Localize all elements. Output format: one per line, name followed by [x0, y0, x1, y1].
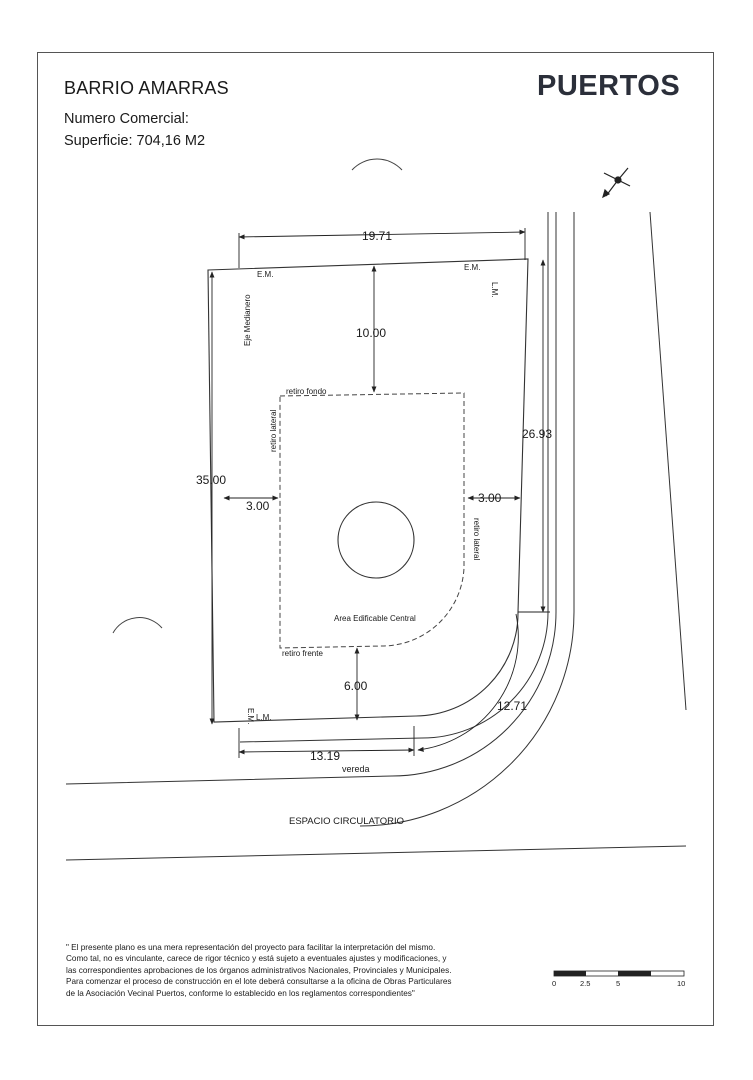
compass-icon: [602, 167, 631, 199]
label-retiro-lateral-right: retiro lateral: [472, 518, 481, 560]
scale-tick-5: 5: [616, 979, 620, 988]
dim-setback-right: 3.00: [478, 491, 502, 505]
dim-line-top: [238, 229, 526, 240]
dim-setback-left: 3.00: [246, 499, 270, 513]
dim-setback-back: 10.00: [356, 326, 386, 340]
scale-tick-10: 10: [677, 979, 685, 988]
label-retiro-lateral-left: retiro lateral: [269, 410, 278, 452]
dim-top-width: 19.71: [362, 229, 392, 243]
scale-bar: 0 2.5 5 10: [552, 970, 685, 988]
scale-tick-2-5: 2.5: [580, 979, 590, 988]
label-vereda: vereda: [342, 764, 370, 774]
disclaimer-line: Para comenzar el proceso de construcción…: [66, 977, 452, 987]
label-em-top-right: E.M.: [464, 263, 480, 272]
disclaimer-line: " El presente plano es una mera represen…: [66, 943, 436, 952]
dim-line-front: [238, 747, 415, 755]
label-espacio-circulatorio: ESPACIO CIRCULATORIO: [289, 816, 404, 827]
street-curbs: [65, 211, 687, 861]
disclaimer-line: las correspondientes aprobaciones de los…: [66, 965, 452, 975]
numero-comercial-label: Numero Comercial:: [64, 111, 189, 127]
dim-front-width: 13.19: [310, 749, 340, 763]
label-retiro-frente: retiro frente: [282, 649, 323, 658]
neighbor-arc-left: [112, 617, 163, 634]
buildable-area: [279, 392, 465, 649]
sheet-frame: [37, 52, 714, 1026]
superficie-label: Superficie: 704,16 M2: [64, 133, 206, 149]
disclaimer-line: Como tal, no es vinculante, carece de ri…: [66, 954, 447, 964]
scale-tick-0: 0: [552, 979, 556, 988]
dim-right-side: 26.93: [522, 427, 552, 441]
label-lm-right: L.M.: [490, 282, 499, 298]
dim-setback-front: 6.00: [344, 679, 368, 693]
disclaimer-text: " El presente plano es una mera represen…: [66, 942, 516, 999]
label-retiro-fondo: retiro fondo: [286, 387, 327, 396]
dim-left-side: 35.00: [196, 473, 226, 487]
brand-logo: PUERTOS: [537, 70, 681, 102]
neighborhood-title: BARRIO AMARRAS: [64, 78, 229, 98]
disclaimer-line: de la Asociación Vecinal Puertos, confor…: [66, 988, 415, 998]
label-area-edificable: Area Edificable Central: [334, 614, 416, 623]
label-eje-medianero: Eje Medianero: [243, 294, 252, 346]
label-em-bottom: E.M.: [246, 708, 255, 724]
dim-curve: 12.71: [497, 699, 527, 713]
central-circle: [337, 501, 415, 579]
label-em-top-left: E.M.: [257, 270, 273, 279]
dim-arc-curve: [417, 613, 519, 752]
label-lm-bottom: L.M.: [256, 713, 272, 722]
neighbor-arc-top: [351, 158, 403, 171]
